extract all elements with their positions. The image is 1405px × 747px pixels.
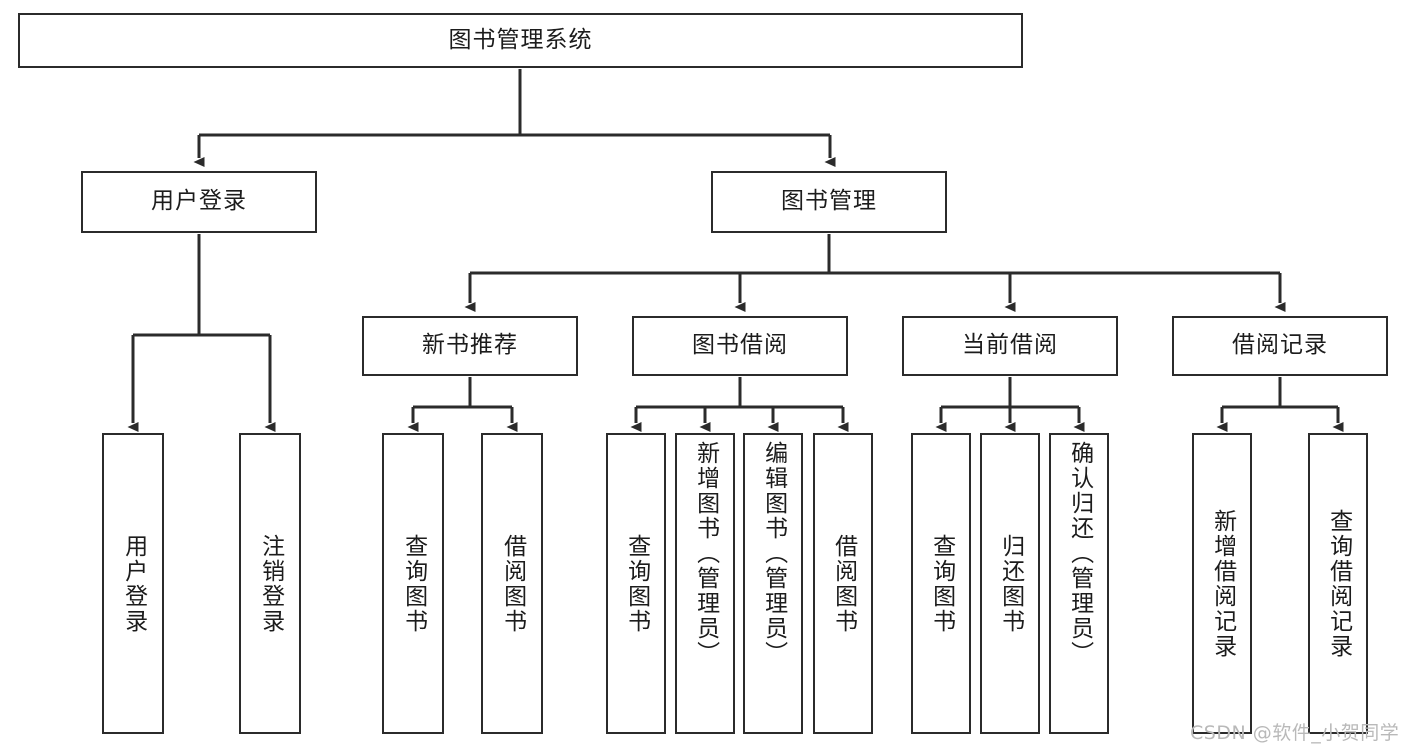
- csdn-watermark: CSDN @软件_小贺同学: [1190, 722, 1400, 744]
- node-label: 新增图书（管理员）: [692, 441, 719, 666]
- node-label: 图书借阅: [692, 332, 788, 359]
- node-label: 注销登录: [257, 533, 284, 634]
- node-label: 新增借阅记录: [1209, 508, 1236, 659]
- node-label: 归还图书: [997, 533, 1024, 634]
- node-label: 图书管理系统: [448, 26, 593, 53]
- node-label: 当前借阅: [962, 332, 1058, 359]
- node-label: 用户登录: [151, 188, 247, 215]
- node-leaf-query-book-1[interactable]: 查询图书: [382, 433, 444, 734]
- node-label: 确认归还（管理员）: [1066, 441, 1093, 666]
- node-leaf-borrow-book-1[interactable]: 借阅图书: [481, 433, 543, 734]
- node-leaf-edit-book[interactable]: 编辑图书（管理员）: [743, 433, 803, 734]
- node-leaf-query-borrow-record[interactable]: 查询借阅记录: [1308, 433, 1368, 734]
- node-leaf-logout-login[interactable]: 注销登录: [239, 433, 301, 734]
- node-label: 借阅图书: [499, 533, 526, 634]
- node-label: 编辑图书（管理员）: [760, 441, 787, 666]
- node-book-management[interactable]: 图书管理: [711, 171, 947, 233]
- node-label: 用户登录: [120, 533, 147, 634]
- node-leaf-borrow-book-2[interactable]: 借阅图书: [813, 433, 873, 734]
- node-user-login[interactable]: 用户登录: [81, 171, 317, 233]
- node-leaf-add-borrow-record[interactable]: 新增借阅记录: [1192, 433, 1252, 734]
- node-leaf-query-book-3[interactable]: 查询图书: [911, 433, 971, 734]
- node-borrow-record[interactable]: 借阅记录: [1172, 316, 1388, 376]
- node-leaf-user-login[interactable]: 用户登录: [102, 433, 164, 734]
- node-label: 查询图书: [928, 533, 955, 634]
- node-label: 新书推荐: [422, 332, 518, 359]
- node-book-management-system[interactable]: 图书管理系统: [18, 13, 1023, 68]
- node-leaf-add-book[interactable]: 新增图书（管理员）: [675, 433, 735, 734]
- node-label: 查询图书: [623, 533, 650, 634]
- node-new-book-recommend[interactable]: 新书推荐: [362, 316, 578, 376]
- node-label: 查询图书: [400, 533, 427, 634]
- node-book-borrow[interactable]: 图书借阅: [632, 316, 848, 376]
- node-current-borrow[interactable]: 当前借阅: [902, 316, 1118, 376]
- node-label: 查询借阅记录: [1325, 508, 1352, 659]
- node-leaf-return-book[interactable]: 归还图书: [980, 433, 1040, 734]
- node-leaf-query-book-2[interactable]: 查询图书: [606, 433, 666, 734]
- node-leaf-confirm-return[interactable]: 确认归还（管理员）: [1049, 433, 1109, 734]
- node-label: 图书管理: [781, 188, 877, 215]
- node-label: 借阅图书: [830, 533, 857, 634]
- node-label: 借阅记录: [1232, 332, 1328, 359]
